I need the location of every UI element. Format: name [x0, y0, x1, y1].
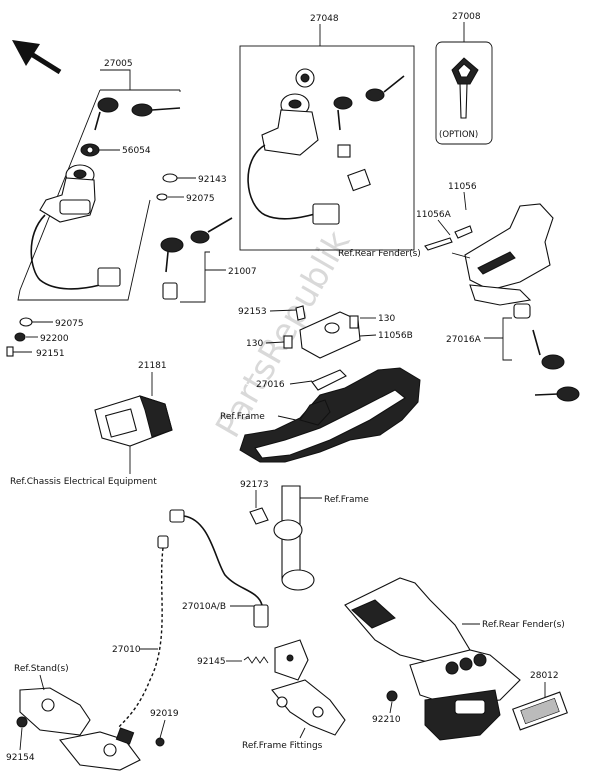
callout-27010ab: 27010A/B	[182, 602, 226, 612]
stand-assembly-icon	[16, 687, 141, 771]
option-key-icon	[451, 57, 479, 119]
frame-assembly-icon	[239, 367, 421, 463]
bracket-11056-icon	[424, 225, 473, 251]
wiring-harness-icon	[117, 509, 269, 729]
group-27005	[17, 69, 181, 301]
ignition-key-icon	[94, 97, 181, 131]
callout-ref-stand: Ref.Stand(s)	[14, 664, 69, 674]
callout-27008: 27008	[452, 12, 481, 22]
callout-92151: 92151	[36, 349, 65, 359]
callout-21007: 21007	[228, 267, 257, 277]
callout-27005: 27005	[104, 59, 133, 69]
ecu-21181-icon	[94, 395, 173, 447]
reflector-28012-icon	[512, 691, 568, 731]
callout-28012: 28012	[530, 671, 559, 681]
callout-92075-a: 92075	[186, 194, 215, 204]
callout-56054: 56054	[122, 146, 151, 156]
callout-92200: 92200	[40, 334, 69, 344]
callout-130-b: 130	[378, 314, 395, 324]
callout-92075-b: 92075	[55, 319, 84, 329]
callout-92019: 92019	[150, 709, 179, 719]
callout-27010: 27010	[112, 645, 141, 655]
callout-11056a: 11056A	[416, 210, 452, 220]
spring-92145-icon	[243, 656, 269, 664]
callout-27016: 27016	[256, 380, 285, 390]
callout-92153: 92153	[238, 307, 267, 317]
callout-92145: 92145	[197, 657, 226, 667]
frame-tube-icon	[249, 485, 315, 591]
ignition-switch-icon	[39, 164, 96, 223]
callout-21181: 21181	[138, 361, 167, 371]
group-27008	[435, 22, 493, 145]
callout-ref-frame-1: Ref.Frame	[220, 412, 265, 422]
callout-92210: 92210	[372, 715, 401, 725]
key-set-21007-icon	[160, 217, 233, 300]
callout-ref-frame-fittings: Ref.Frame Fittings	[242, 741, 323, 751]
callout-92154: 92154	[6, 753, 35, 763]
callout-ref-frame-2: Ref.Frame	[324, 495, 369, 505]
callout-27048: 27048	[310, 14, 339, 24]
callout-option: (OPTION)	[439, 130, 478, 140]
key-27016a-icon	[513, 303, 580, 402]
callout-11056: 11056	[448, 182, 477, 192]
nut-92210-icon	[386, 690, 398, 702]
group-27048	[239, 24, 415, 251]
callout-ref-chassis-electrical: Ref.Chassis Electrical Equipment	[10, 477, 157, 487]
callout-ref-rear-fender-1: Ref.Rear Fender(s)	[338, 249, 421, 259]
connector-icon	[97, 267, 121, 287]
callout-130-a: 130	[246, 339, 263, 349]
washer-92075-b-icon	[19, 317, 33, 327]
bolt-92019-icon	[155, 737, 165, 747]
callout-92143: 92143	[198, 175, 227, 185]
frame-fittings-icon	[271, 639, 346, 736]
callout-92173: 92173	[240, 480, 269, 490]
washer-92075-icon	[156, 193, 168, 201]
callout-ref-rear-fender-2: Ref.Rear Fender(s)	[482, 620, 565, 630]
direction-arrow-icon	[12, 40, 62, 75]
washer-92200-icon	[14, 332, 26, 342]
bolt-92151-icon	[6, 346, 32, 357]
callout-11056b: 11056B	[378, 331, 413, 341]
rear-fender-top-icon	[464, 203, 554, 306]
washer-92143-icon	[162, 173, 178, 183]
rear-fender-bottom-icon	[344, 577, 521, 741]
callout-27016a: 27016A	[446, 335, 482, 345]
